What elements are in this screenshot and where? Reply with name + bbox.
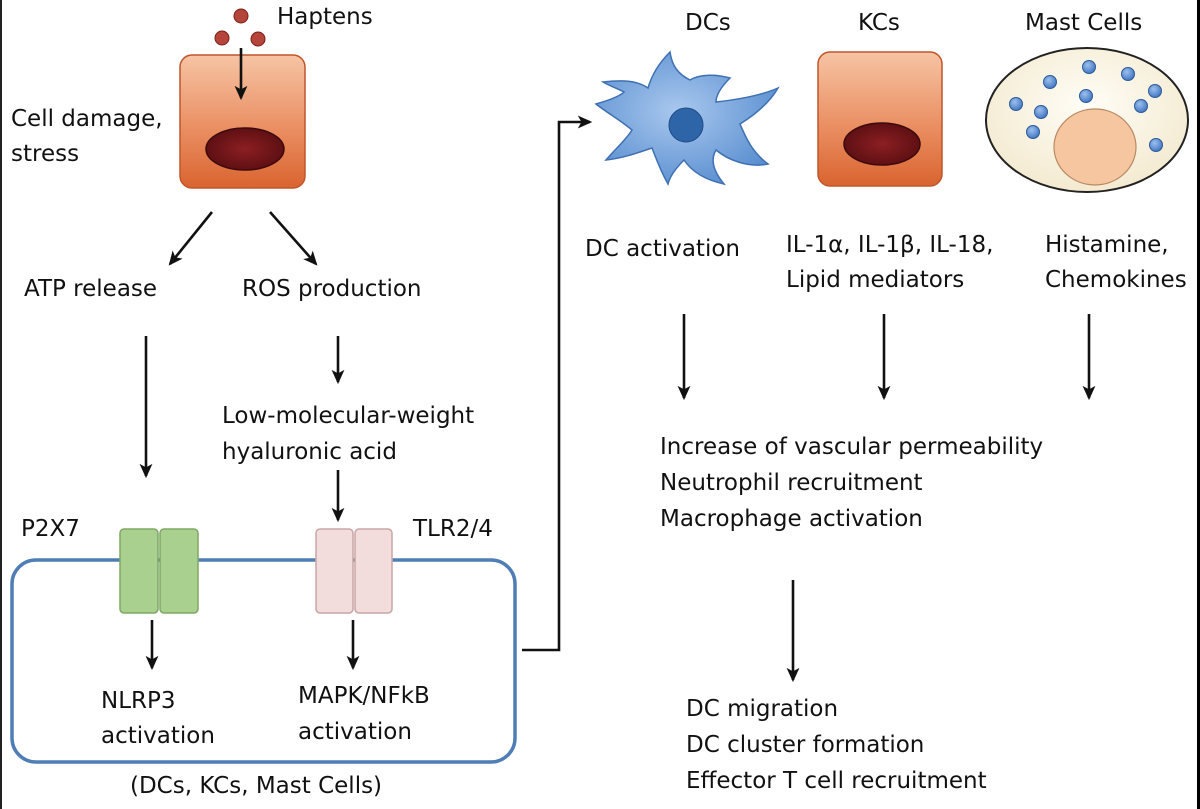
nlrp3-label-line2: activation	[101, 723, 215, 749]
outcome-neutrophil-recruitment: Neutrophil recruitment	[660, 470, 923, 496]
ros-production-label: ROS production	[242, 276, 422, 302]
atp-release-label: ATP release	[24, 276, 158, 302]
cell-damage-label-line1: Cell damage,	[11, 106, 163, 132]
p2x7-receptor-icon	[119, 528, 199, 614]
arrow-to-ros	[269, 211, 318, 266]
outcome-dc-migration: DC migration	[686, 696, 839, 722]
hapten-molecules	[214, 8, 266, 47]
connector-arrow	[522, 115, 593, 652]
mast-mediators-line1: Histamine,	[1045, 232, 1169, 258]
nlrp3-label-line1: NLRP3	[101, 688, 176, 714]
cell-damage-label-line2: stress	[11, 141, 80, 167]
damaged-cell-icon	[179, 54, 306, 189]
p2x7-label: P2X7	[21, 516, 80, 542]
outcome-effector-t-cell: Effector T cell recruitment	[686, 768, 987, 794]
cell-membrane	[10, 558, 517, 764]
membrane-caption: (DCs, KCs, Mast Cells)	[130, 773, 383, 799]
keratinocyte-icon	[817, 51, 943, 187]
kc-mediators-line1: IL-1α, IL-1β, IL-18,	[786, 232, 994, 258]
tlr-label: TLR2/4	[413, 516, 493, 542]
arrow-to-atp	[168, 211, 214, 266]
mast-cells-title: Mast Cells	[1025, 10, 1143, 36]
outcome-macrophage-activation: Macrophage activation	[660, 506, 923, 532]
haptens-label: Haptens	[277, 4, 373, 30]
outcome-dc-cluster: DC cluster formation	[686, 732, 925, 758]
ha-label-line2: hyaluronic acid	[222, 439, 397, 465]
ha-label-line1: Low-molecular-weight	[222, 403, 475, 429]
mapk-label-line1: MAPK/NFkB	[298, 683, 430, 709]
dcs-title: DCs	[685, 10, 731, 36]
dendritic-cell-icon	[594, 50, 780, 186]
mapk-label-line2: activation	[298, 719, 412, 745]
dc-activation-label: DC activation	[585, 236, 740, 262]
mast-mediators-line2: Chemokines	[1045, 267, 1187, 293]
kcs-title: KCs	[858, 10, 900, 36]
outcome-vascular-permeability: Increase of vascular permeability	[660, 434, 1044, 460]
mast-cell-icon	[985, 47, 1189, 193]
kc-mediators-line2: Lipid mediators	[786, 267, 965, 293]
tlr-receptor-icon	[315, 528, 393, 614]
